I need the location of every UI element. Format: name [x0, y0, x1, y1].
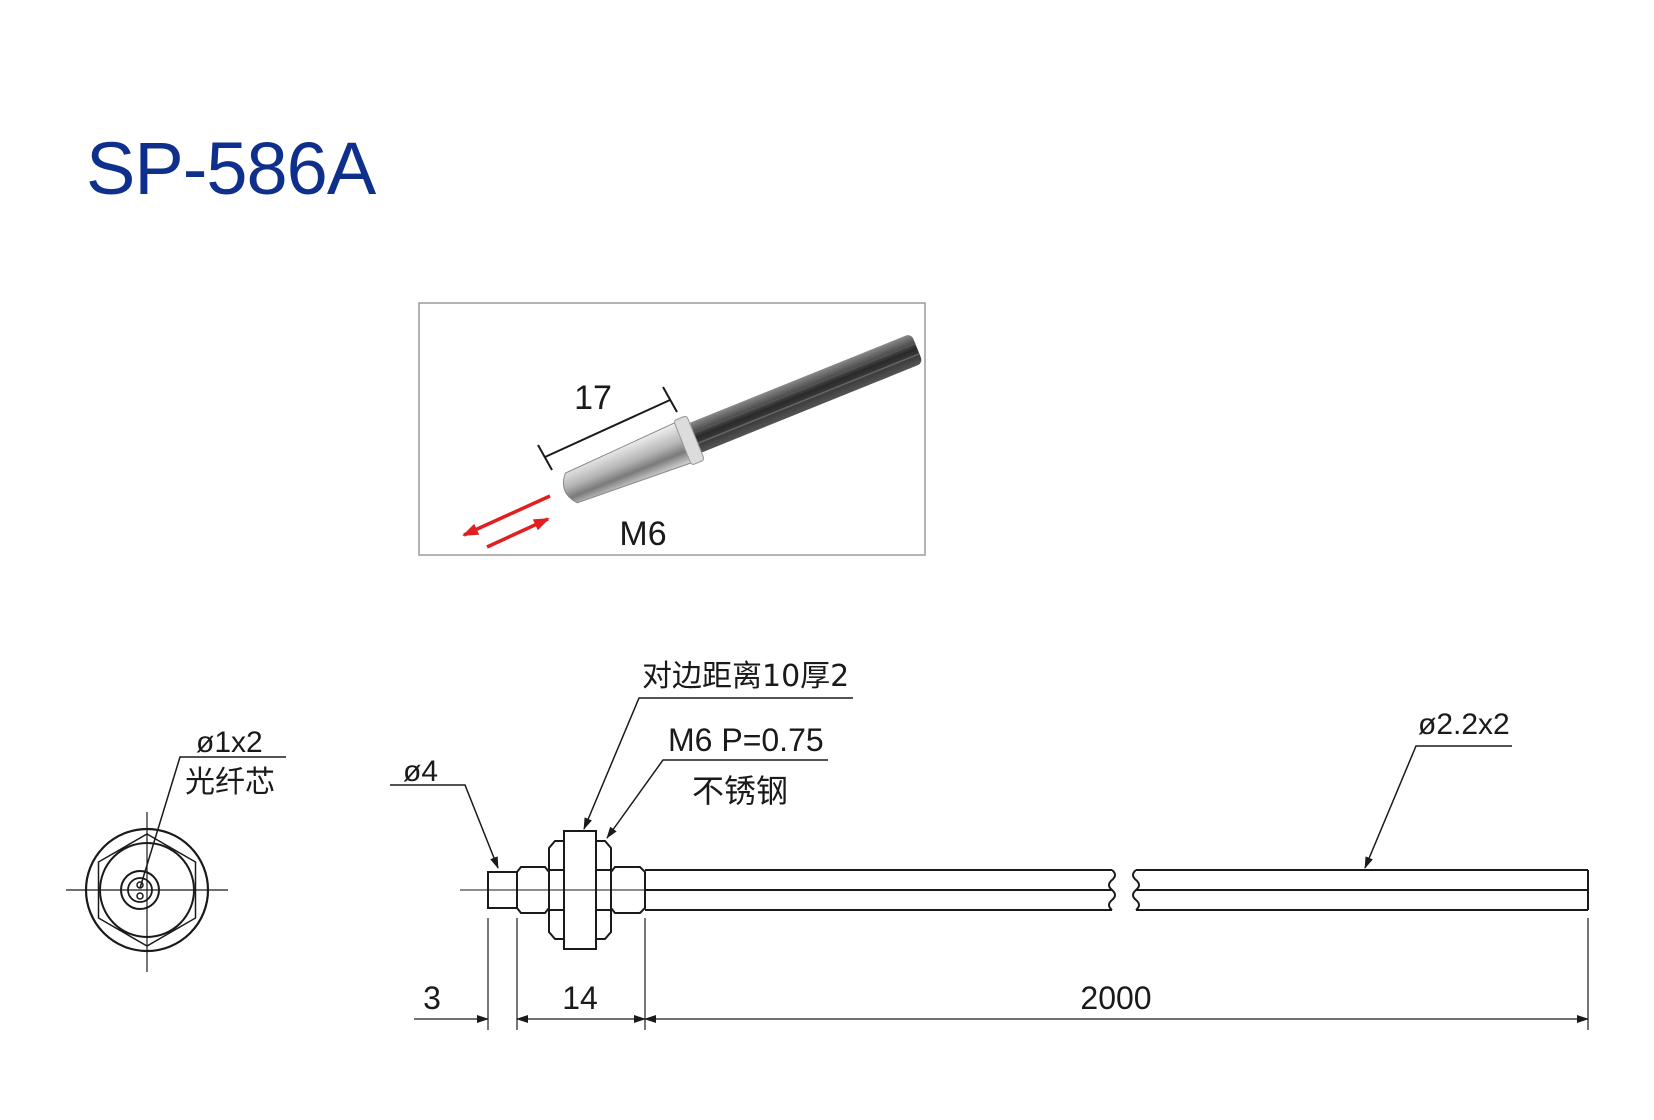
- photo-dim-line: [544, 399, 671, 458]
- product-photo: 17 M6: [418, 302, 926, 556]
- tip-leader: [390, 784, 499, 869]
- photo-cable: [685, 335, 922, 454]
- cable-diameter-label: ø2.2x2: [1418, 708, 1510, 741]
- cable-leader: [1364, 745, 1512, 869]
- front-view: [66, 756, 286, 972]
- outer-circle: [84, 827, 210, 953]
- washer: [563, 830, 597, 950]
- photo-thread-label: M6: [619, 515, 666, 553]
- photo-length-label: 17: [574, 379, 612, 417]
- nut-circle: [99, 842, 195, 938]
- core-desc-label: 光纤芯: [185, 765, 275, 800]
- thread-leader: [606, 759, 828, 839]
- break-left: [1108, 869, 1116, 911]
- material-label: 不锈钢: [692, 772, 788, 810]
- tip-circle: [120, 870, 160, 910]
- emit-arrow-icon: [462, 494, 551, 537]
- core-leader: [139, 756, 286, 889]
- dim-tip-label: 3: [423, 980, 441, 1016]
- core-diameter-label: ø1x2: [196, 726, 263, 759]
- tip-diameter-label: ø4: [403, 755, 438, 788]
- dim-cable-label: 2000: [1080, 980, 1151, 1016]
- hex-nut-outline: [97, 833, 197, 947]
- thread-label: M6 P=0.75: [668, 722, 824, 758]
- nut-leader: [583, 697, 853, 830]
- dim-body-label: 14: [562, 980, 598, 1016]
- fiber-core-2: [136, 892, 144, 900]
- inner-circle: [127, 877, 153, 903]
- thread-right: [610, 866, 646, 914]
- photo-probe: [562, 415, 705, 504]
- receive-arrow-icon: [486, 517, 550, 549]
- page-title: SP-586A: [86, 127, 376, 210]
- side-view: [390, 697, 1589, 1030]
- nut-label: 对边距离10厚2: [642, 659, 849, 694]
